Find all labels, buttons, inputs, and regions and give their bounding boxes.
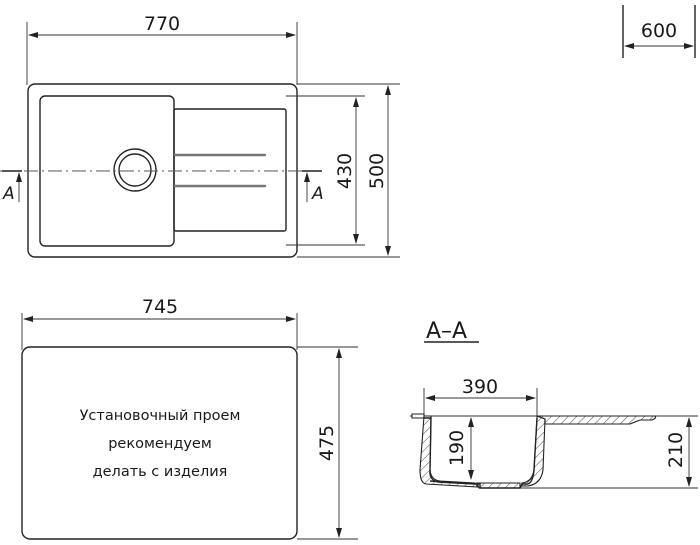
cutout-outline (21, 346, 298, 540)
sink-outline (27, 83, 298, 258)
drain-inner (118, 153, 152, 187)
cabinet-width: 600 (622, 5, 696, 58)
bowl-190-label: 190 (446, 430, 468, 466)
section-title: A–A (426, 319, 467, 344)
cutout-view: 745 475 Установочный проем рекомендуем д… (21, 296, 358, 540)
cutout-note-line-2: рекомендуем (108, 436, 212, 452)
cutout-note-line-1: Установочный проем (80, 408, 241, 424)
bowl-390-label: 390 (462, 376, 498, 398)
cutout-note-line-3: делать с изделия (93, 464, 228, 480)
cabinet-600-label: 600 (641, 20, 677, 42)
width-770-label: 770 (144, 13, 180, 35)
depth-500-label: 500 (366, 153, 388, 189)
section-marker-right: A (311, 184, 324, 204)
depth-430-label: 430 (334, 153, 356, 189)
drainboard (173, 108, 287, 232)
total-210-label: 210 (665, 432, 687, 468)
section-view: A–A 390 190 210 (410, 319, 698, 489)
section-marker-left: A (2, 184, 15, 204)
drain-outer (113, 148, 157, 192)
cutout-475-label: 475 (316, 425, 338, 461)
cutout-745-label: 745 (142, 296, 178, 318)
top-view: 770 A A 430 500 (0, 13, 400, 258)
